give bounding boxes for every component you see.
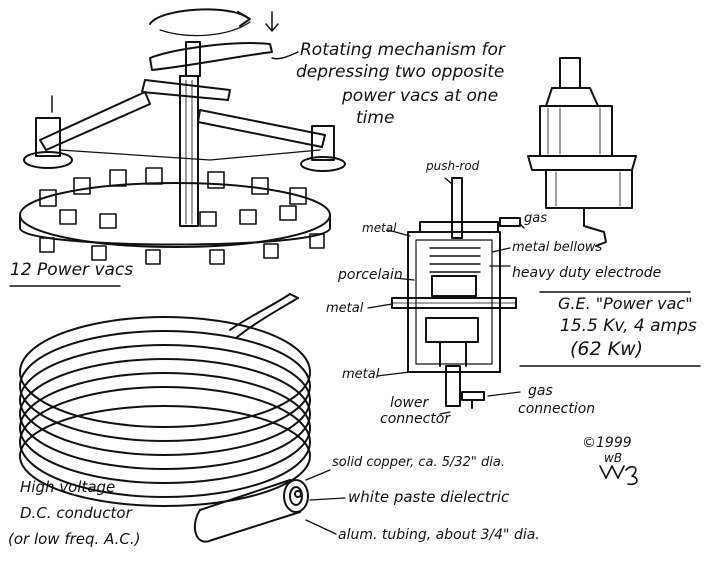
porcelain-label: porcelain	[338, 267, 403, 283]
metal-bellows-label: metal bellows	[512, 240, 603, 255]
signature-mark	[599, 465, 638, 486]
solid-copper-label: solid copper, ca. 5/32" dia.	[332, 455, 505, 470]
rotating-mechanism-label-1: Rotating mechanism for	[300, 40, 505, 60]
gas-connection-label-2: connection	[518, 401, 596, 417]
rotating-mechanism-label-4: time	[356, 108, 395, 128]
power-vac-cross-section	[391, 177, 521, 409]
coiled-conductor-drawing	[19, 293, 311, 507]
heavy-duty-electrode-label: heavy duty electrode	[512, 265, 662, 281]
ge-spec-line-1: G.E. "Power vac"	[558, 294, 693, 313]
twelve-power-vacs-label: 12 Power vacs	[10, 260, 134, 280]
rotating-mechanism-label-3: power vacs at one	[342, 86, 499, 106]
power-vac-exterior-drawing	[519, 57, 701, 367]
rotating-mechanism-label-2: depressing two opposite	[296, 62, 505, 82]
metal-mid-label: metal	[326, 301, 364, 316]
copyright-label: ©1999	[582, 435, 632, 451]
hv-conductor-label-2: D.C. conductor	[20, 504, 132, 522]
lower-connector-label-2: connector	[380, 411, 451, 427]
initials-label: wB	[604, 451, 623, 465]
hv-conductor-label-1: High voltage	[20, 478, 116, 496]
rotating-mechanism-drawing	[9, 8, 346, 287]
gas-top-label: gas	[524, 211, 547, 226]
ge-spec-line-2: 15.5 Kv, 4 amps	[560, 316, 697, 336]
lower-connector-label-1: lower	[390, 395, 429, 411]
ge-spec-line-3: (62 Kw)	[570, 338, 644, 360]
conductor-detail-drawing	[193, 469, 346, 543]
white-paste-label: white paste dielectric	[348, 488, 510, 506]
metal-bottom-label: metal	[342, 367, 380, 382]
alum-tubing-label: alum. tubing, about 3/4" dia.	[338, 527, 540, 543]
hv-conductor-label-3: (or low freq. A.C.)	[8, 530, 141, 548]
gas-connection-label-1: gas	[528, 383, 553, 399]
metal-top-label: metal	[362, 221, 397, 235]
push-rod-label: push-rod	[426, 159, 480, 173]
